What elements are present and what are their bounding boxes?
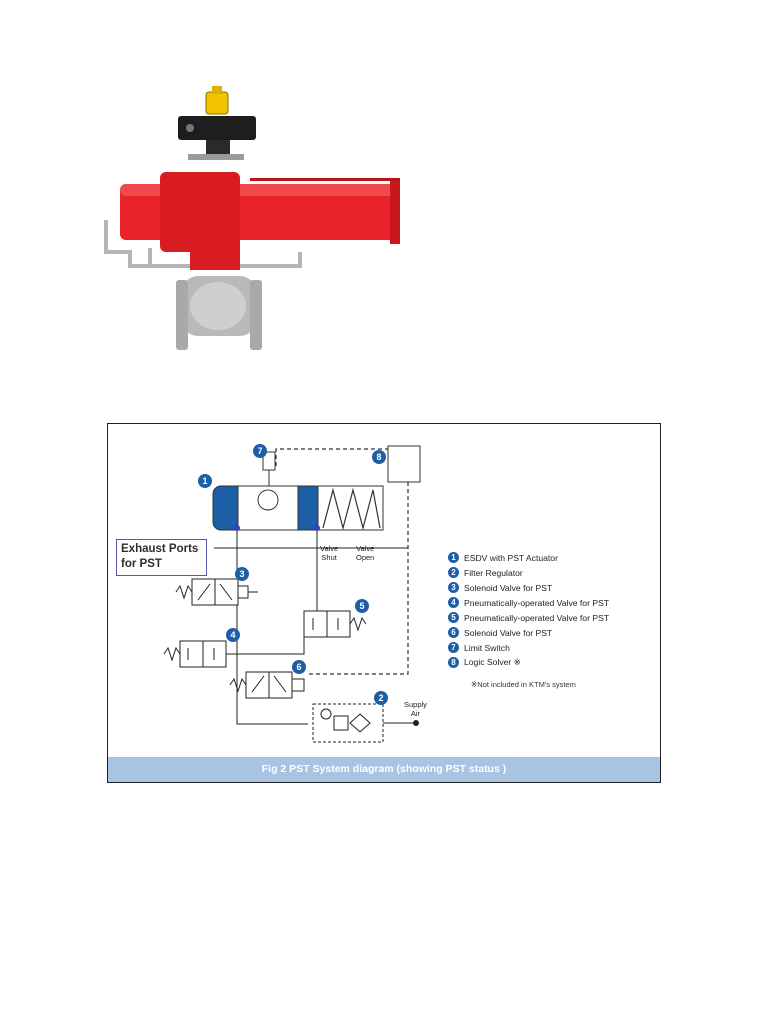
legend-label: ESDV with PST Actuator xyxy=(464,553,558,563)
valve-open-line2: Open xyxy=(356,553,374,562)
valve-shut-label: Valve Shut xyxy=(320,544,338,562)
valve-shut-line2: Shut xyxy=(320,553,338,562)
marker-2: 2 xyxy=(374,691,388,705)
legend-number: 8 xyxy=(448,657,459,668)
legend-note: ※Not included in KTM's system xyxy=(471,680,576,689)
legend-label: Solenoid Valve for PST xyxy=(464,628,552,638)
valve-open-label: Valve Open xyxy=(356,544,374,562)
diagram-legend: 1 ESDV with PST Actuator 2 Filter Regulato… xyxy=(448,550,609,670)
marker-7: 7 xyxy=(253,444,267,458)
supply-air-label: Supply Air xyxy=(404,700,427,718)
valve-shut-line1: Valve xyxy=(320,544,338,553)
marker-1: 1 xyxy=(198,474,212,488)
valve-open-line1: Valve xyxy=(356,544,374,553)
legend-number: 6 xyxy=(448,627,459,638)
legend-label: Pneumatically-operated Valve for PST xyxy=(464,598,609,608)
supply-air-line2: Air xyxy=(404,709,427,718)
exhaust-ports-line1: Exhaust Ports xyxy=(121,542,202,557)
legend-number: 5 xyxy=(448,612,459,623)
legend-item: 1 ESDV with PST Actuator xyxy=(448,550,609,565)
marker-8: 8 xyxy=(372,450,386,464)
legend-item: 8 Logic Solver ※ xyxy=(448,655,609,670)
legend-number: 7 xyxy=(448,642,459,653)
supply-air-line1: Supply xyxy=(404,700,427,709)
actuator-valve-photo xyxy=(100,80,430,370)
legend-item: 3 Solenoid Valve for PST xyxy=(448,580,609,595)
legend-item: 7 Limit Switch xyxy=(448,640,609,655)
marker-6: 6 xyxy=(292,660,306,674)
marker-3: 3 xyxy=(235,567,249,581)
legend-label: Limit Switch xyxy=(464,643,510,653)
exhaust-ports-line2: for PST xyxy=(121,557,202,572)
exhaust-ports-label: Exhaust Ports for PST xyxy=(116,539,207,576)
legend-item: 5 Pneumatically-operated Valve for PST xyxy=(448,610,609,625)
legend-item: 4 Pneumatically-operated Valve for PST xyxy=(448,595,609,610)
legend-item: 2 Filter Regulator xyxy=(448,565,609,580)
legend-number: 1 xyxy=(448,552,459,563)
figure-caption: Fig 2 PST System diagram (showing PST st… xyxy=(108,757,660,782)
legend-number: 3 xyxy=(448,582,459,593)
legend-label: Filter Regulator xyxy=(464,568,523,578)
marker-5: 5 xyxy=(355,599,369,613)
legend-label: Pneumatically-operated Valve for PST xyxy=(464,613,609,623)
legend-item: 6 Solenoid Valve for PST xyxy=(448,625,609,640)
legend-label: Logic Solver ※ xyxy=(464,657,521,668)
legend-number: 2 xyxy=(448,567,459,578)
legend-number: 4 xyxy=(448,597,459,608)
marker-4: 4 xyxy=(226,628,240,642)
legend-label: Solenoid Valve for PST xyxy=(464,583,552,593)
pst-system-diagram: 1 7 8 3 5 4 6 2 Exhaust Ports for PST Va… xyxy=(107,423,661,783)
